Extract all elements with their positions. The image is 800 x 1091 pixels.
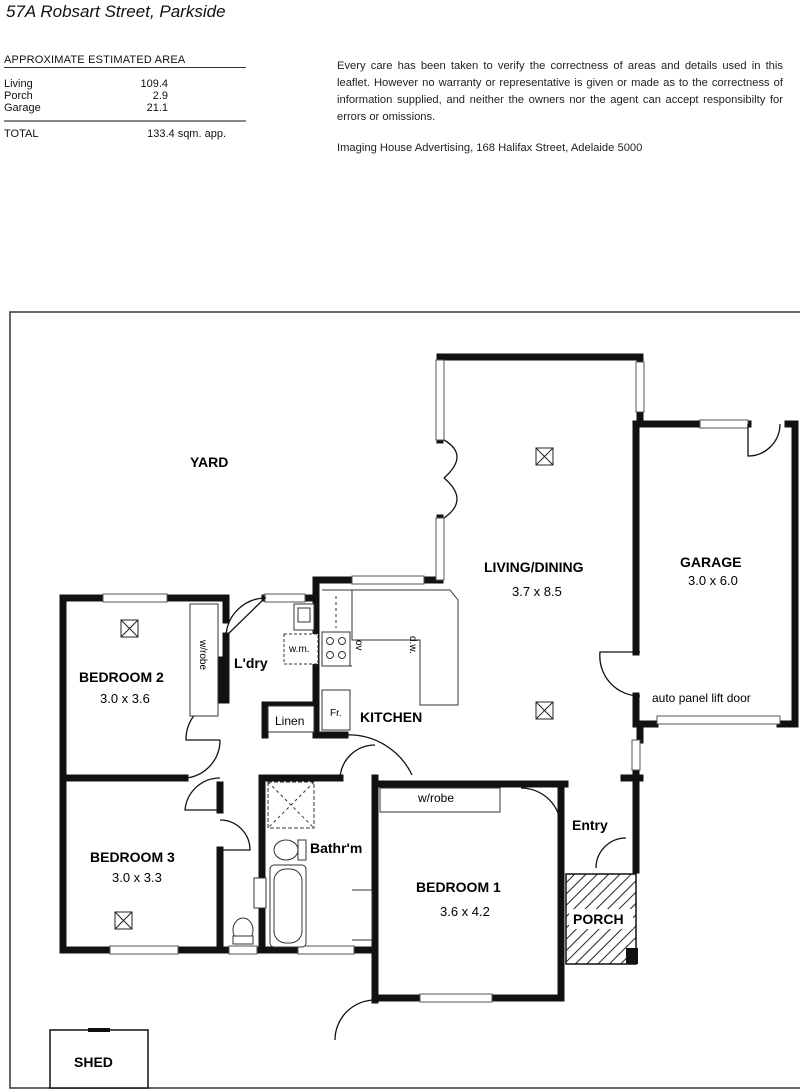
page-title: 57A Robsart Street, Parkside	[6, 2, 226, 21]
skylights	[114, 447, 554, 930]
area-divider	[4, 120, 246, 122]
property-boundary	[9, 311, 800, 1089]
dishwasher-label: d.w.	[407, 636, 418, 654]
area-row-porch: Porch 2.9	[4, 90, 246, 102]
bedroom1-label: BEDROOM 1	[416, 879, 501, 895]
area-value: 21.1	[146, 102, 168, 114]
bedroom1-size: 3.6 x 4.2	[440, 904, 490, 919]
laundry-fixtures	[267, 603, 319, 733]
porch-post	[626, 948, 638, 964]
linen-label: Linen	[275, 714, 304, 728]
oven-label: ov	[353, 640, 364, 651]
bedroom3-label: BEDROOM 3	[90, 849, 175, 865]
bedroom3-size: 3.0 x 3.3	[112, 870, 162, 885]
bedroom2-label: BEDROOM 2	[79, 669, 164, 685]
shed-label: SHED	[74, 1054, 113, 1070]
area-heading: APPROXIMATE ESTIMATED AREA	[4, 54, 246, 68]
kitchen-fixtures	[321, 589, 459, 731]
shed	[49, 1029, 149, 1089]
living-dining-label: LIVING/DINING	[484, 559, 584, 575]
wardrobe-bedroom1	[379, 787, 501, 813]
garage-door-label: auto panel lift door	[652, 691, 751, 705]
disclaimer-text: Every care has been taken to verify the …	[337, 60, 783, 123]
total-value: 133.4 sqm. app.	[147, 128, 226, 140]
fridge-label: Fr.	[330, 708, 342, 719]
porch-label-bg	[569, 909, 633, 929]
laundry-label: L'dry	[234, 655, 268, 671]
area-row-living: Living 109.4	[4, 78, 246, 90]
kitchen-label: KITCHEN	[360, 709, 422, 725]
yard-label: YARD	[190, 454, 228, 470]
area-row-garage: Garage 21.1	[4, 102, 246, 114]
area-table: APPROXIMATE ESTIMATED AREA Living 109.4 …	[4, 54, 246, 140]
porch-label: PORCH	[573, 911, 624, 927]
area-value: 109.4	[140, 78, 168, 90]
bathroom-label: Bathr'm	[310, 840, 362, 856]
garage-size: 3.0 x 6.0	[688, 573, 738, 588]
windows	[102, 359, 781, 1003]
total-label: TOTAL	[4, 128, 39, 140]
area-label: Living	[4, 78, 33, 90]
living-dining-size: 3.7 x 8.5	[512, 584, 562, 599]
washing-machine-label: w.m.	[288, 644, 310, 655]
agency-address: Imaging House Advertising, 168 Halifax S…	[337, 142, 643, 154]
wardrobe-bedroom2	[189, 603, 219, 717]
area-label: Porch	[4, 90, 33, 102]
area-value: 2.9	[152, 90, 168, 102]
bedroom2-size: 3.0 x 3.6	[100, 691, 150, 706]
wardrobe-vertical-label: w/robe	[197, 639, 208, 670]
entry-label: Entry	[572, 817, 608, 833]
garage-label: GARAGE	[680, 554, 741, 570]
area-row-total: TOTAL 133.4 sqm. app.	[4, 128, 246, 140]
bathroom-fixtures	[232, 781, 373, 948]
area-label: Garage	[4, 102, 41, 114]
wardrobe-horizontal-label: w/robe	[417, 791, 454, 805]
